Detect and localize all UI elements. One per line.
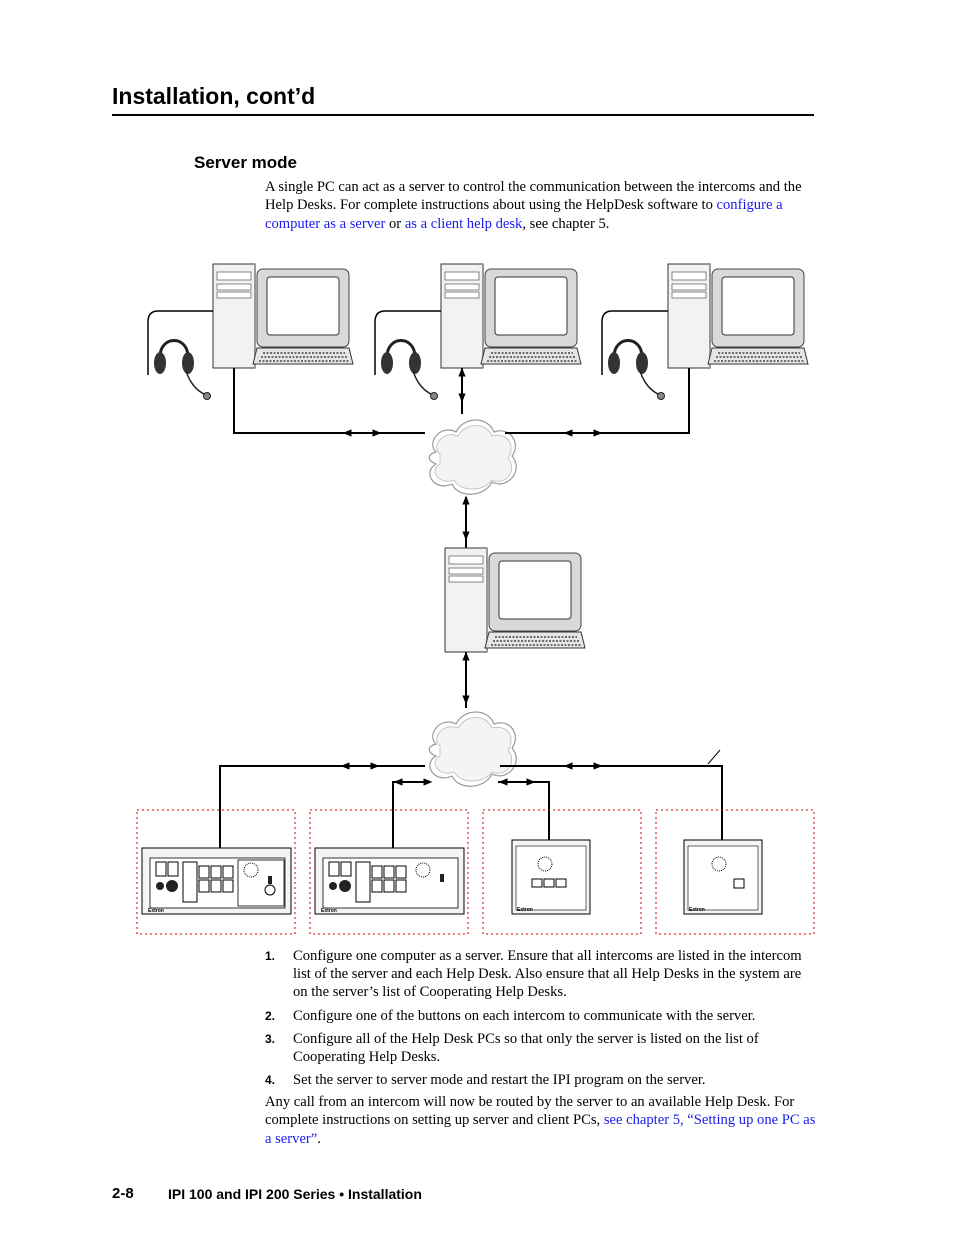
step-number: 3. bbox=[265, 1031, 276, 1046]
server-pc bbox=[444, 547, 586, 653]
step-text: Set the server to server mode and restar… bbox=[293, 1072, 706, 1089]
intercom-brand-label-4: Extron bbox=[689, 907, 705, 913]
footer-doc-title: IPI 100 and IPI 200 Series • Installatio… bbox=[168, 1186, 422, 1202]
footer-page-number: 2-8 bbox=[112, 1185, 134, 1202]
step-number: 2. bbox=[265, 1008, 276, 1023]
intro-paragraph: A single PC can act as a server to contr… bbox=[265, 178, 817, 233]
headset-icon-2 bbox=[379, 339, 439, 401]
help-desk-pc-1 bbox=[212, 263, 354, 369]
intercom-panel-1: Extron bbox=[141, 847, 292, 915]
intercom-panel-3: Extron bbox=[511, 839, 591, 915]
client-help-desk-link[interactable]: as a client help desk bbox=[404, 215, 523, 232]
server-mode-diagram: Extron Extron bbox=[136, 263, 815, 935]
step-number: 1. bbox=[265, 949, 276, 963]
intro-text-end: , see chapter 5. bbox=[522, 215, 610, 232]
step-text: Configure one computer as a server. Ensu… bbox=[293, 948, 802, 1001]
title-rule bbox=[112, 114, 814, 116]
intercom-brand-label-2: Extron bbox=[321, 908, 337, 914]
intercom-panel-4: Extron bbox=[683, 839, 763, 915]
list-item: 4. Set the server to server mode and rest… bbox=[265, 1071, 817, 1089]
lan-cloud-lower-icon bbox=[428, 711, 517, 787]
list-item: 2. Configure one of the buttons on each i… bbox=[265, 1007, 817, 1025]
steps-list: 1. Configure one computer as a server. En… bbox=[265, 947, 817, 1094]
closing-paragraph: Any call from an intercom will now be ro… bbox=[265, 1093, 817, 1148]
step-text: Configure one of the buttons on each int… bbox=[293, 1007, 756, 1024]
closing-text-start: Any call from an intercom will now be ro… bbox=[265, 1094, 795, 1129]
intro-text-start: A single PC can act as a server to contr… bbox=[265, 179, 802, 214]
intercom-brand-label-3: Extron bbox=[517, 907, 533, 913]
step-number: 4. bbox=[265, 1073, 276, 1088]
see-chapter-5-link[interactable]: see chapter 5, “Setting up one PC as a s… bbox=[265, 1112, 816, 1147]
subsection-title: Server mode bbox=[194, 153, 297, 172]
list-item: 3. Configure all of the Help Desk PCs so … bbox=[265, 1030, 817, 1066]
closing-text-end: . bbox=[317, 1130, 321, 1147]
section-title: Installation, cont’d bbox=[112, 83, 316, 109]
headset-icon-3 bbox=[606, 339, 666, 401]
step-text: Configure all of the Help Desk PCs so th… bbox=[293, 1030, 759, 1066]
list-item: 1. Configure one computer as a server. En… bbox=[265, 947, 817, 1002]
configure-server-link[interactable]: configure a computer as a server bbox=[265, 197, 783, 232]
intercom-brand-label-1: Extron bbox=[148, 908, 164, 914]
help-desk-pc-2 bbox=[440, 263, 582, 369]
headset-icon-1 bbox=[152, 339, 212, 401]
lan-cloud-upper-icon bbox=[428, 419, 517, 495]
help-desk-pc-3 bbox=[667, 263, 809, 369]
intro-text-or: or bbox=[385, 215, 405, 232]
intercom-panel-2: Extron bbox=[314, 847, 465, 915]
